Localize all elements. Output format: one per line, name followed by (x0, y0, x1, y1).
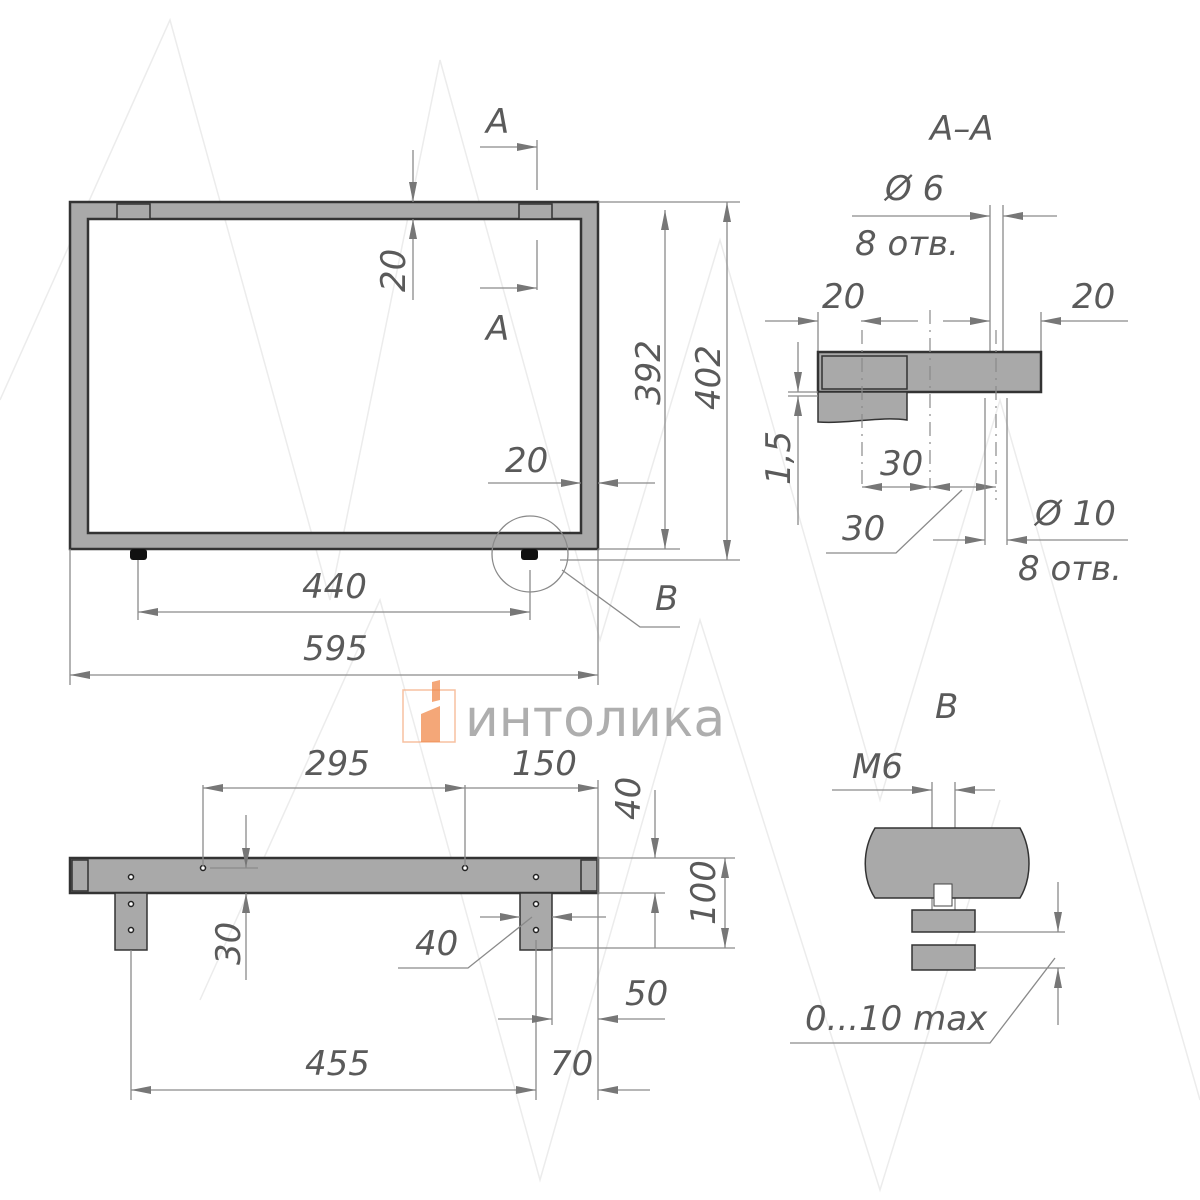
hole-large-count: 8 отв. (1018, 549, 1122, 589)
dim-inner-height: 392 (629, 340, 669, 405)
top-view: A A 20 392 402 20 440 595 B (68, 102, 740, 685)
holes (127, 864, 540, 934)
dim-30-b: 30 (842, 509, 885, 549)
bracket-right (518, 203, 553, 220)
end-cap-right (580, 859, 598, 892)
dim-top-wall: 20 (374, 249, 414, 292)
dim-30: 30 (209, 922, 249, 965)
dim-150: 150 (512, 744, 577, 784)
dim-100: 100 (684, 860, 724, 925)
foot-left (130, 549, 147, 560)
hole-large-diameter: Ø 10 (1033, 494, 1116, 534)
dim-30-a: 30 (880, 444, 923, 484)
foot-body (864, 827, 1030, 899)
foot-right (521, 549, 538, 560)
dim-455: 455 (305, 1044, 370, 1084)
section-title: A–A (928, 109, 994, 149)
bracket-left (116, 203, 151, 220)
logo-mark-icon (421, 680, 440, 742)
dim-section-left: 20 (822, 277, 865, 317)
thread-size: M6 (852, 747, 903, 787)
dim-40-leg: 40 (415, 924, 458, 964)
frame-outline (68, 200, 600, 551)
detail-label-b: B (655, 579, 678, 619)
hole-small-count: 8 отв. (855, 224, 959, 264)
brand-logo: интолика (402, 680, 725, 749)
dim-thickness: 1,5 (759, 431, 799, 485)
logo-text: интолика (465, 689, 725, 749)
section-inner-tube (821, 355, 908, 390)
watermark-pattern (0, 17, 1200, 1193)
hole-small-diameter: Ø 6 (883, 169, 944, 209)
dim-feet-spacing: 440 (302, 567, 367, 607)
front-view: 295 150 40 100 30 40 50 455 70 (68, 744, 735, 1100)
dim-295: 295 (305, 744, 370, 784)
section-mark-top: A (484, 102, 509, 142)
dim-section-right: 20 (1072, 277, 1115, 317)
section-view: A–A Ø 6 8 отв. 20 20 1,5 30 30 Ø (759, 109, 1128, 589)
dim-40-top: 40 (609, 777, 649, 820)
dim-50: 50 (625, 974, 668, 1014)
adjuster-base (911, 944, 976, 971)
adjuster-nut (911, 909, 976, 933)
dim-width: 595 (303, 629, 368, 669)
detail-title: B (935, 687, 958, 727)
detail-view-b: B M6 0...10 max (790, 687, 1065, 1044)
front-beam (68, 856, 600, 895)
adjustment-range: 0...10 max (805, 999, 988, 1039)
dim-70: 70 (550, 1044, 593, 1084)
dim-outer-height: 402 (689, 345, 729, 410)
section-mark-bottom: A (484, 309, 509, 349)
end-cap-left (71, 859, 89, 892)
dim-side-wall: 20 (505, 441, 548, 481)
